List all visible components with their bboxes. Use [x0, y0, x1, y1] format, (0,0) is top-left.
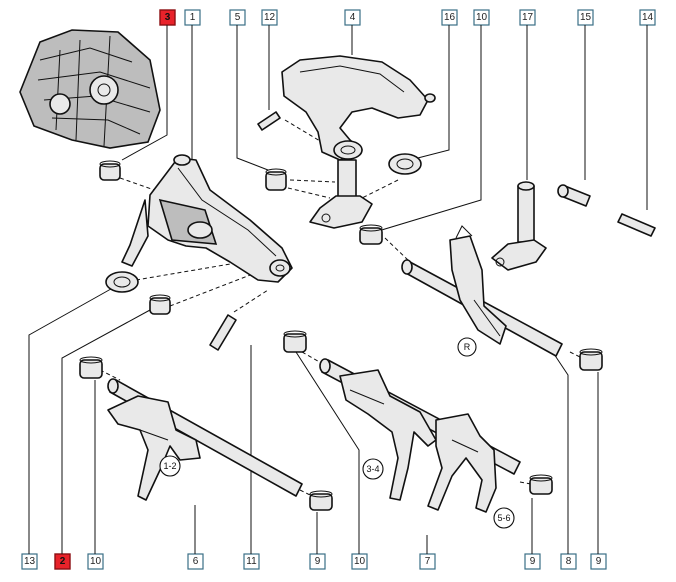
svg-text:10: 10	[90, 556, 102, 567]
bushing-9-left	[309, 490, 333, 511]
fifth-sixth-fork	[427, 413, 497, 513]
svg-text:1: 1	[190, 12, 196, 23]
sleeve-15	[557, 184, 591, 207]
lever-plate	[281, 55, 436, 229]
callout-13: 13	[21, 553, 38, 570]
gear-label-5-6: 5-6	[493, 507, 515, 529]
callout-2: 2	[54, 553, 71, 570]
svg-text:9: 9	[596, 556, 602, 567]
assembly-dashes	[99, 119, 587, 499]
bottom-callouts: 13 2 10 6 11 9 10 7	[21, 553, 607, 570]
svg-text:4: 4	[350, 12, 356, 23]
svg-text:14: 14	[642, 12, 654, 23]
callout-17: 17	[519, 9, 536, 26]
callout-9-left: 9	[309, 553, 326, 570]
callout-5: 5	[229, 9, 246, 26]
svg-text:2: 2	[60, 556, 66, 567]
callout-9-mid: 9	[524, 553, 541, 570]
first-second-rod-fork	[107, 378, 303, 501]
callout-10-bottom-left: 10	[87, 553, 104, 570]
svg-text:10: 10	[476, 12, 488, 23]
svg-text:8: 8	[566, 556, 572, 567]
bushing-3-a	[99, 160, 121, 181]
pin-14	[617, 213, 656, 237]
callout-1: 1	[184, 9, 201, 26]
svg-text:6: 6	[193, 556, 199, 567]
svg-text:10: 10	[354, 556, 366, 567]
pin-12	[257, 111, 281, 131]
seal-13	[105, 271, 139, 293]
svg-text:9: 9	[315, 556, 321, 567]
callout-8: 8	[560, 553, 577, 570]
callout-12: 12	[261, 9, 278, 26]
bushings	[79, 111, 656, 511]
callout-11: 11	[243, 553, 260, 570]
callout-7: 7	[419, 553, 436, 570]
svg-text:R: R	[464, 342, 471, 352]
lever-17	[491, 181, 547, 271]
bushing-10-mid	[283, 330, 307, 353]
svg-text:16: 16	[444, 12, 456, 23]
callout-9-right: 9	[590, 553, 607, 570]
bushing-10-left	[79, 356, 103, 379]
callout-6: 6	[187, 553, 204, 570]
gear-label-1-2: 1-2	[159, 455, 181, 477]
callout-16: 16	[441, 9, 458, 26]
svg-text:17: 17	[522, 12, 534, 23]
bushing-9-right	[579, 348, 603, 371]
callout-15: 15	[577, 9, 594, 26]
bushing-9-mid	[529, 474, 553, 495]
callout-3: 3	[159, 9, 176, 26]
svg-text:1-2: 1-2	[163, 461, 176, 471]
svg-text:5: 5	[235, 12, 241, 23]
gearbox-thumbnail	[19, 29, 161, 149]
pin-11	[209, 314, 237, 351]
svg-text:5-6: 5-6	[497, 513, 510, 523]
callout-4: 4	[344, 9, 361, 26]
svg-text:3: 3	[165, 12, 171, 23]
bushing-5	[265, 168, 287, 191]
svg-text:7: 7	[425, 556, 431, 567]
callout-14: 14	[639, 9, 656, 26]
svg-text:9: 9	[530, 556, 536, 567]
callout-10-top: 10	[473, 9, 490, 26]
seal-16	[388, 153, 422, 175]
bushing-2	[149, 294, 171, 315]
svg-text:3-4: 3-4	[366, 464, 379, 474]
svg-text:12: 12	[264, 12, 276, 23]
gear-label-3-4: 3-4	[362, 458, 384, 480]
top-callouts: 3 1 5 12 4 16 10 17	[159, 9, 656, 26]
svg-text:13: 13	[24, 556, 36, 567]
callout-10-bottom-mid: 10	[351, 553, 368, 570]
selector-housing	[121, 154, 293, 283]
gear-label-reverse: R	[457, 337, 477, 357]
bushing-10-top	[359, 224, 383, 245]
svg-text:11: 11	[246, 556, 257, 567]
reverse-rod-fork	[401, 225, 563, 357]
svg-text:15: 15	[580, 12, 592, 23]
